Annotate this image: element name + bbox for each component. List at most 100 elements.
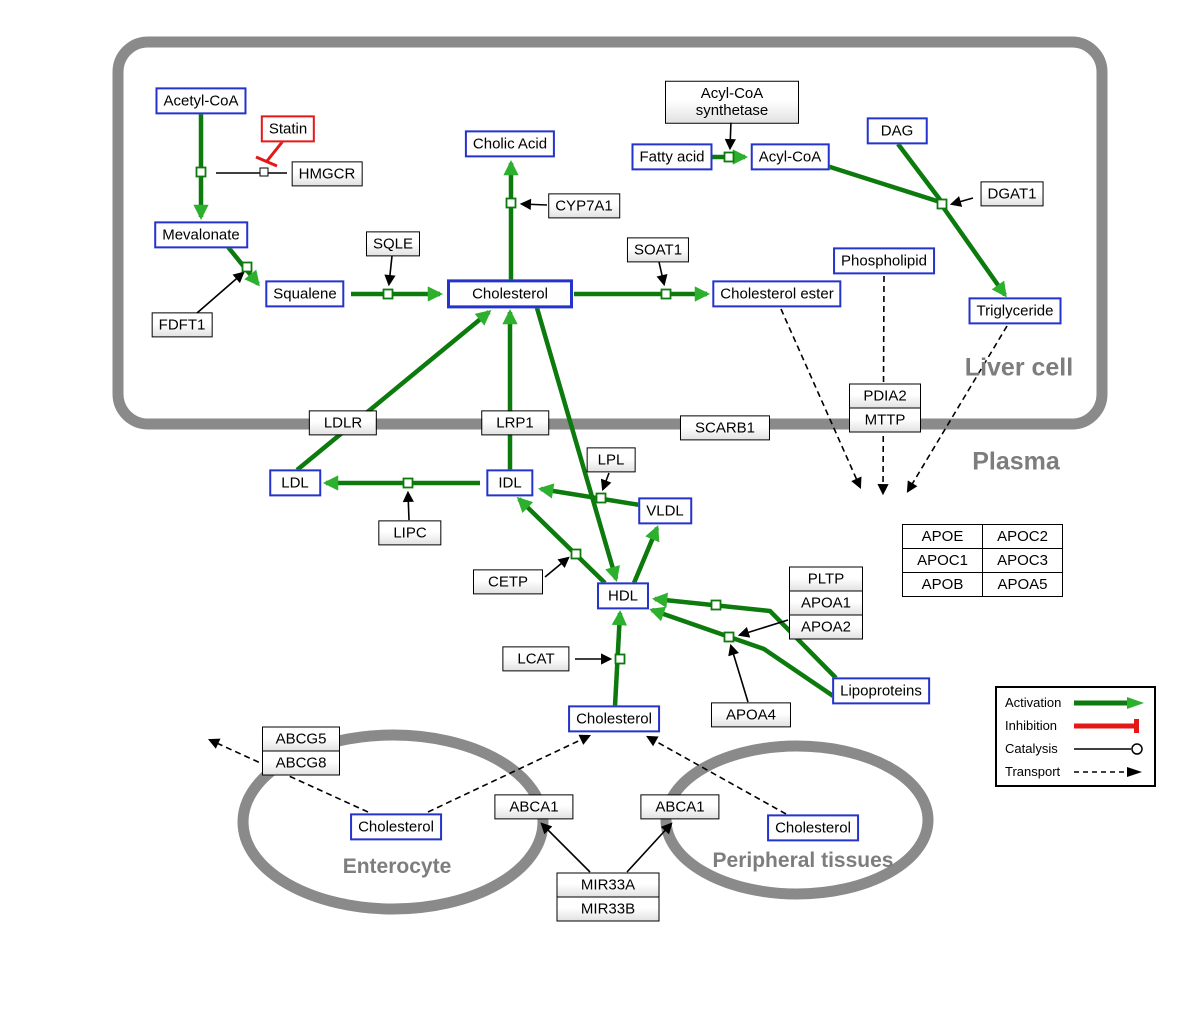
- node-apoa5[interactable]: APOA5: [982, 572, 1063, 597]
- peripheral-tissues-membrane: [660, 740, 934, 900]
- node-phospholipid[interactable]: Phospholipid: [833, 247, 935, 275]
- reaction-node-lpl: [595, 492, 607, 504]
- legend-inhibition-label: Inhibition: [1005, 718, 1058, 733]
- edge-soat1-catalysis: [656, 261, 668, 287]
- node-cholesterol-peripheral[interactable]: Cholesterol: [767, 814, 859, 842]
- reaction-node-hmgcr: [195, 166, 207, 178]
- reaction-node-lcat: [614, 653, 626, 665]
- node-abcg8[interactable]: ABCG8: [262, 750, 340, 776]
- edge-peripheral-cholesterol-plasma: [646, 735, 787, 815]
- reaction-node-acylcoa-synthetase: [723, 151, 735, 163]
- node-group-pltp-apoa1-apoa2: PLTP APOA1 APOA2: [789, 566, 863, 640]
- node-group-mir33a-mir33b: MIR33A MIR33B: [556, 872, 660, 922]
- node-dgat1[interactable]: DGAT1: [980, 181, 1044, 207]
- node-idl[interactable]: IDL: [486, 469, 534, 497]
- node-lipc[interactable]: LIPC: [378, 520, 442, 546]
- node-cetp[interactable]: CETP: [472, 569, 544, 595]
- node-lcat[interactable]: LCAT: [502, 646, 570, 672]
- statin-inhibition-tbar: [255, 155, 278, 168]
- node-apob[interactable]: APOB: [902, 572, 983, 597]
- legend-activation-label: Activation: [1005, 695, 1062, 710]
- node-hdl[interactable]: HDL: [596, 582, 650, 610]
- edge-lpl-catalysis: [600, 472, 612, 492]
- node-vldl[interactable]: VLDL: [638, 497, 692, 525]
- node-apoc1[interactable]: APOC1: [902, 548, 983, 573]
- node-sqle[interactable]: SQLE: [365, 231, 421, 257]
- edge-lipoproteins-hdl-1: [651, 592, 838, 680]
- compartment-membranes: [112, 36, 1108, 915]
- node-ldlr[interactable]: LDLR: [308, 410, 378, 436]
- node-acyl-coa-synthetase[interactable]: Acyl-CoA synthetase: [665, 80, 799, 124]
- edge-cholesterol-hdl: [534, 307, 620, 582]
- node-lrp1[interactable]: LRP1: [481, 410, 549, 436]
- node-group-pdia2-mttp: PDIA2 MTTP: [849, 383, 921, 433]
- node-cyp7a1[interactable]: CYP7A1: [548, 193, 620, 219]
- node-apoa1[interactable]: APOA1: [789, 590, 863, 616]
- node-squalene[interactable]: Squalene: [265, 280, 345, 308]
- edge-lipc-catalysis: [402, 490, 414, 521]
- node-lpl[interactable]: LPL: [586, 447, 636, 473]
- node-group-abcg5-abcg8: ABCG5 ABCG8: [262, 726, 340, 776]
- edge-vldl-idl: [537, 483, 641, 508]
- legend-row-inhibition: Inhibition: [997, 714, 1154, 737]
- node-cholesterol-liver[interactable]: Cholesterol: [447, 279, 573, 309]
- inhibition-statin: [255, 140, 285, 168]
- node-ldl[interactable]: LDL: [269, 469, 321, 497]
- node-mttp[interactable]: MTTP: [849, 407, 921, 433]
- edge-cyp7a1-catalysis: [519, 198, 548, 210]
- node-cholesterol-enterocyte[interactable]: Cholesterol: [350, 813, 442, 841]
- edge-mir33-abca1-right: [626, 822, 673, 873]
- edge-triglyceride-plasma: [906, 325, 1008, 493]
- catalysis-edges: [196, 120, 974, 873]
- edge-ldl-cholesterol-via-ldlr: [295, 310, 492, 472]
- node-abca1-peripheral[interactable]: ABCA1: [640, 794, 720, 820]
- node-apoc3[interactable]: APOC3: [982, 548, 1063, 573]
- node-mevalonate[interactable]: Mevalonate: [154, 221, 248, 249]
- node-apoc2[interactable]: APOC2: [982, 524, 1063, 549]
- node-statin[interactable]: Statin: [260, 115, 316, 143]
- edge-sqle-catalysis: [384, 255, 396, 287]
- node-pdia2[interactable]: PDIA2: [849, 383, 921, 409]
- acyl-coa-synthetase-line1: Acyl-CoA: [700, 84, 764, 102]
- node-abca1-enterocyte[interactable]: ABCA1: [494, 794, 574, 820]
- edge-mir33-abca1-left: [540, 822, 591, 873]
- edge-fdft1-catalysis: [196, 271, 245, 314]
- node-triglyceride[interactable]: Triglyceride: [968, 297, 1062, 325]
- reaction-node-dgat1: [936, 198, 948, 210]
- edge-node-triglyceride: [941, 205, 1007, 298]
- node-acyl-coa[interactable]: Acyl-CoA: [750, 143, 830, 171]
- node-dag[interactable]: DAG: [866, 117, 928, 145]
- reaction-node-cyp7a1: [505, 197, 517, 209]
- transport-dashed-arrow-glyph: [1074, 766, 1142, 777]
- edge-hdl-idl-cetp: [516, 496, 607, 585]
- node-scarb1[interactable]: SCARB1: [679, 415, 771, 441]
- node-fdft1[interactable]: FDFT1: [151, 312, 213, 338]
- node-mir33a[interactable]: MIR33A: [556, 872, 660, 898]
- node-pltp[interactable]: PLTP: [789, 566, 863, 592]
- legend-row-activation: Activation: [997, 691, 1154, 714]
- edge-cetp-catalysis: [544, 556, 570, 578]
- activation-edges: [193, 113, 1007, 707]
- node-acetyl-coa[interactable]: Acetyl-CoA: [155, 87, 247, 115]
- node-cholesterol-plasma[interactable]: Cholesterol: [568, 705, 660, 733]
- node-apoa4[interactable]: APOA4: [710, 702, 792, 728]
- node-lipoproteins[interactable]: Lipoproteins: [832, 677, 930, 705]
- reaction-node-lipoproteins-1: [710, 599, 722, 611]
- node-apoe[interactable]: APOE: [902, 524, 983, 549]
- legend-transport-label: Transport: [1005, 764, 1061, 779]
- node-apoa2[interactable]: APOA2: [789, 614, 863, 640]
- enterocyte-membrane: [237, 729, 549, 915]
- node-cholic-acid[interactable]: Cholic Acid: [464, 130, 556, 158]
- statin-inhibition-line: [265, 140, 285, 162]
- node-abcg5[interactable]: ABCG5: [262, 726, 340, 752]
- node-mir33b[interactable]: MIR33B: [556, 896, 660, 922]
- node-fatty-acid[interactable]: Fatty acid: [631, 143, 713, 171]
- acyl-coa-synthetase-line2: synthetase: [695, 102, 769, 119]
- node-soat1[interactable]: SOAT1: [626, 237, 690, 263]
- plasma-label: Plasma: [972, 447, 1060, 476]
- node-cholesterol-ester[interactable]: Cholesterol ester: [712, 280, 842, 308]
- node-hmgcr[interactable]: HMGCR: [291, 161, 363, 187]
- reaction-node-lipc: [402, 477, 414, 489]
